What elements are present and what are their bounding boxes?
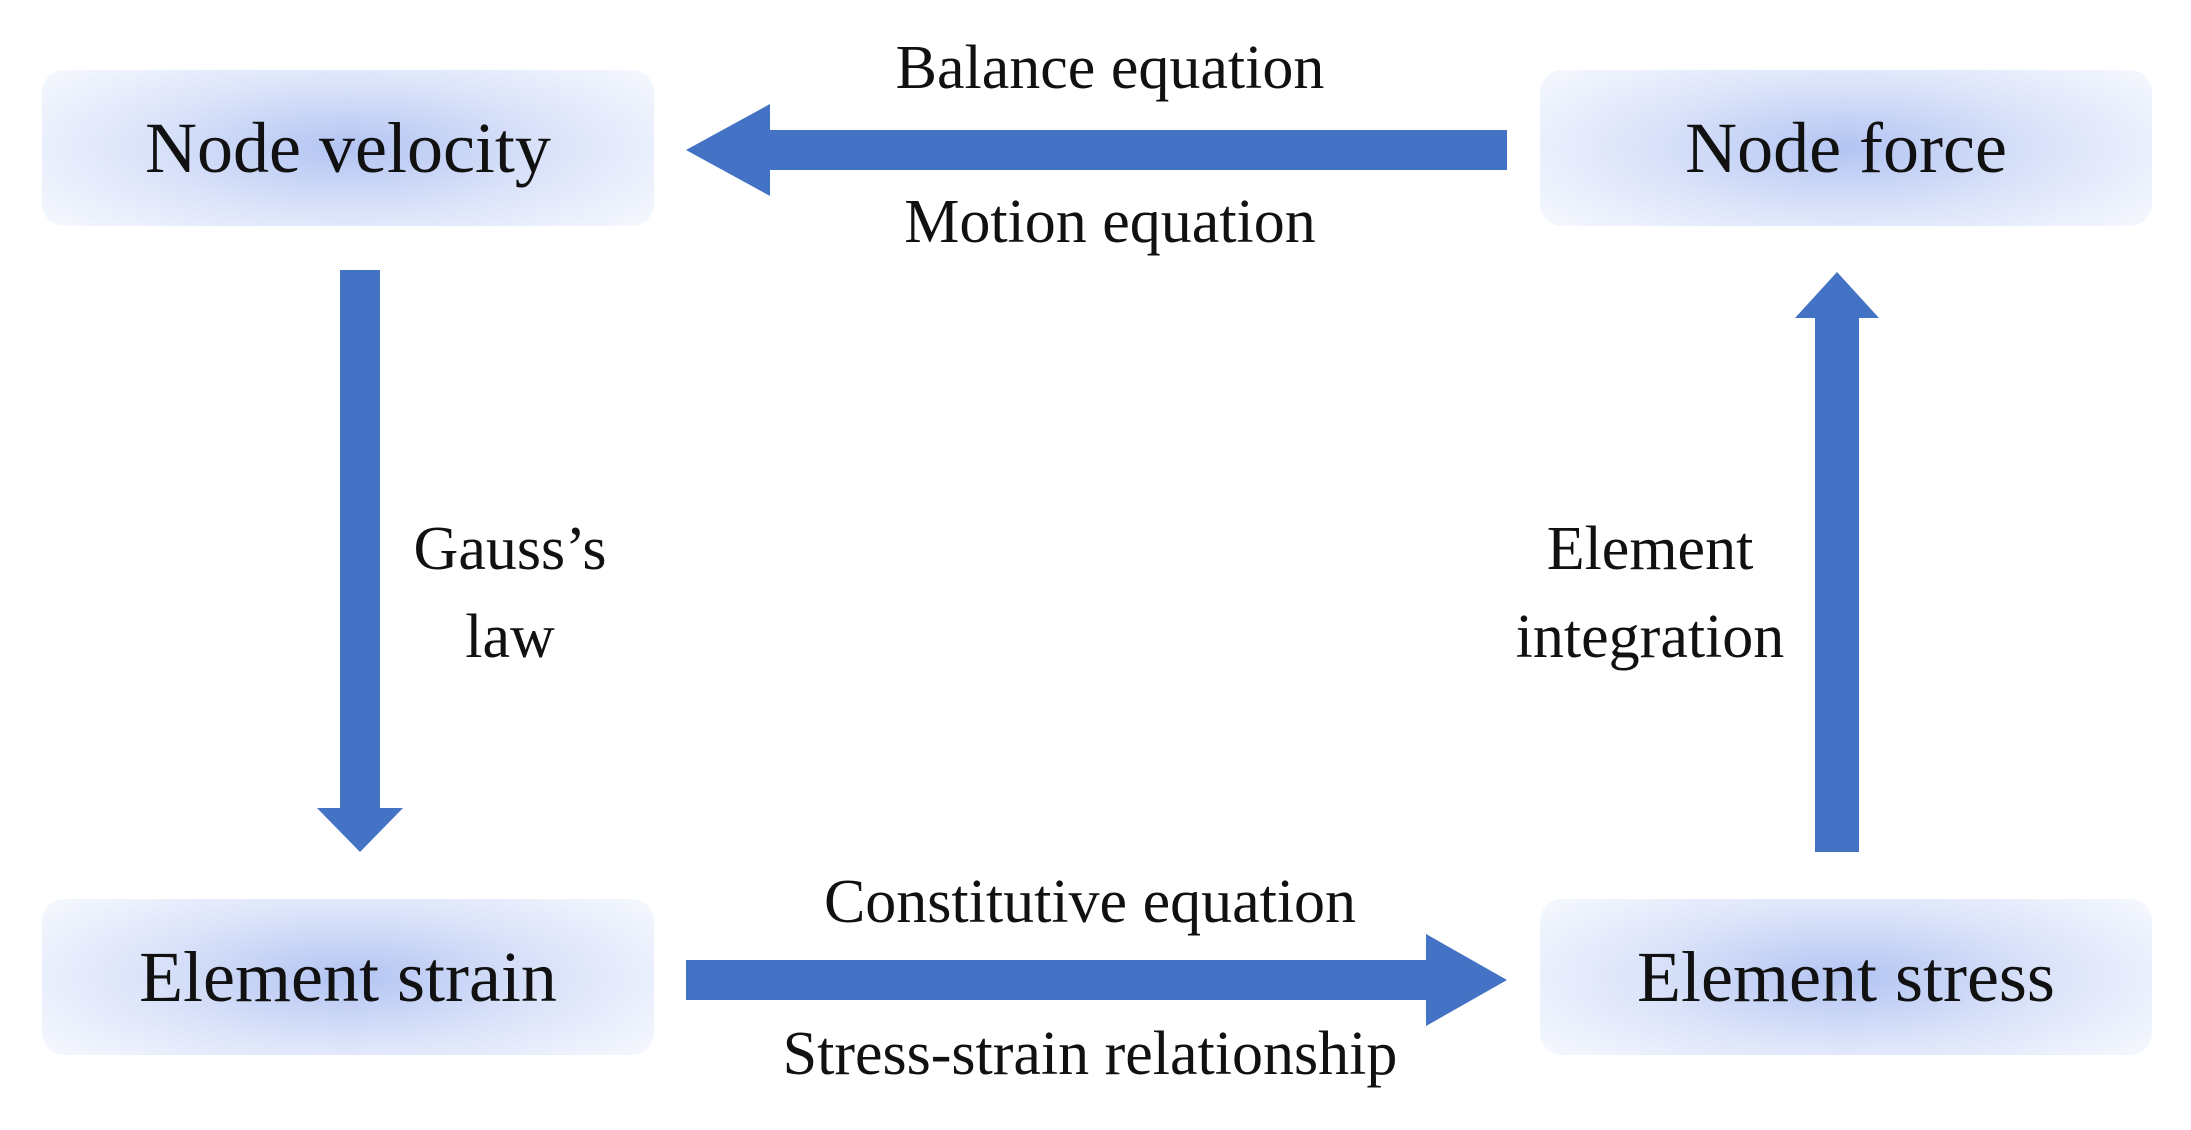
gauss-law-line-2: law: [465, 603, 555, 672]
arrow-velocity-to-strain: [317, 270, 403, 852]
node-velocity-box: Node velocity: [42, 70, 654, 226]
balance-equation-label: Balance equation: [895, 34, 1325, 102]
constitutive-equation-label: Constitutive equation: [823, 868, 1357, 936]
stress-strain-relationship-label: Stress-strain relationship: [782, 1020, 1398, 1088]
element-stress-box: Element stress: [1540, 899, 2152, 1055]
element-strain-box: Element strain: [42, 899, 654, 1055]
node-force-box: Node force: [1540, 70, 2152, 226]
arrow-strain-to-stress: [686, 934, 1507, 1026]
arrow-force-to-velocity: [686, 104, 1507, 196]
element-strain-label: Element strain: [139, 936, 557, 1017]
node-force-label: Node force: [1685, 107, 2007, 188]
arrow-stress-to-force: [1795, 272, 1879, 852]
gauss-law-label: Gauss’s law: [370, 505, 650, 681]
element-integration-line-2: integration: [1515, 603, 1785, 672]
element-integration-line-1: Element: [1546, 515, 1754, 583]
element-integration-label: Element integration: [1470, 505, 1830, 681]
motion-equation-label: Motion equation: [904, 188, 1316, 256]
element-stress-label: Element stress: [1637, 936, 2055, 1017]
gauss-law-line-1: Gauss’s: [413, 515, 607, 583]
node-velocity-label: Node velocity: [145, 107, 551, 188]
